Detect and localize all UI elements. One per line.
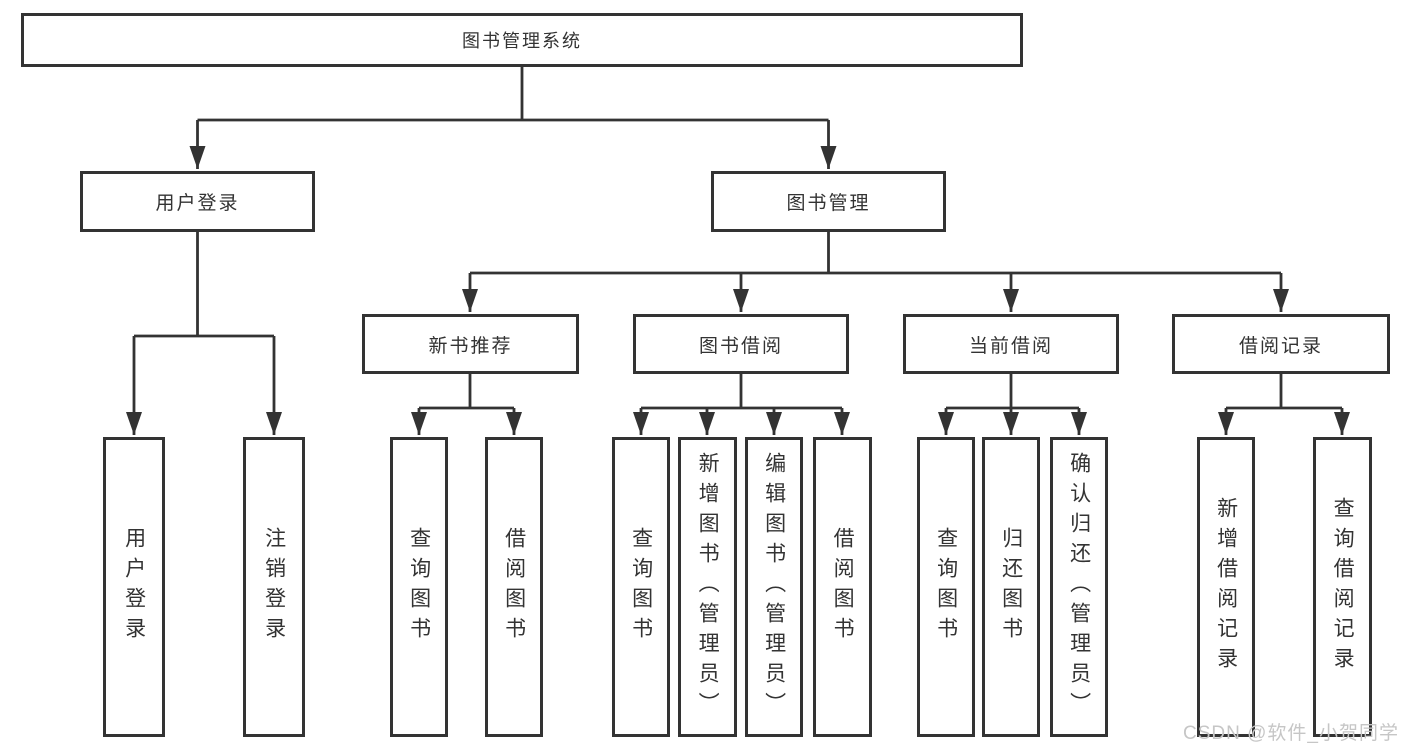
leaf-user-login: 用户登录 [103, 437, 165, 737]
node-current-borrow: 当前借阅 [903, 314, 1119, 374]
leaf-logout: 注销登录 [243, 437, 305, 737]
leaf-borrow-books-recommend: 借阅图书 [485, 437, 543, 737]
leaf-borrow-books: 借阅图书 [813, 437, 872, 737]
node-borrow-records: 借阅记录 [1172, 314, 1390, 374]
leaf-edit-book-admin: 编辑图书（管理员） [745, 437, 803, 737]
node-user-login: 用户登录 [80, 171, 315, 232]
leaf-query-books-current: 查询图书 [917, 437, 975, 737]
leaf-query-books-borrow: 查询图书 [612, 437, 670, 737]
node-book-management: 图书管理 [711, 171, 946, 232]
leaf-query-books-recommend: 查询图书 [390, 437, 448, 737]
leaf-add-book-admin: 新增图书（管理员） [678, 437, 737, 737]
leaf-confirm-return-admin: 确认归还（管理员） [1050, 437, 1108, 737]
leaf-query-borrow-record: 查询借阅记录 [1313, 437, 1372, 737]
csdn-watermark: CSDN @软件_小贺同学 [1183, 723, 1399, 744]
node-new-book-recommend: 新书推荐 [362, 314, 579, 374]
leaf-add-borrow-record: 新增借阅记录 [1197, 437, 1255, 737]
node-root: 图书管理系统 [21, 13, 1023, 67]
leaf-return-book: 归还图书 [982, 437, 1040, 737]
node-book-borrow: 图书借阅 [633, 314, 849, 374]
